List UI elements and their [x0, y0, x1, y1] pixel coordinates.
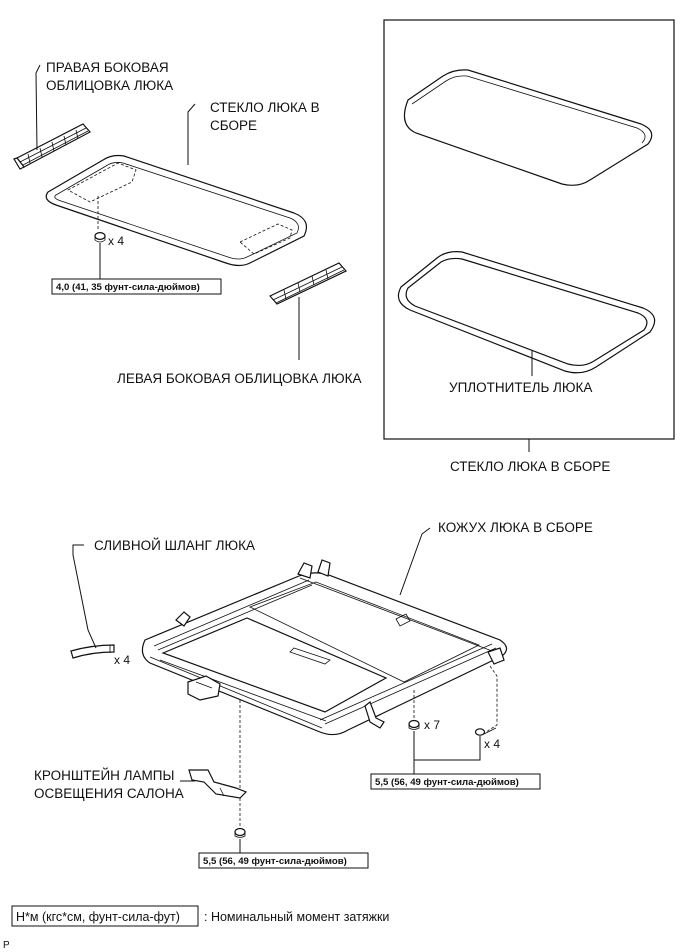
housing-bolt-qty: x 4	[484, 737, 500, 751]
torque-box-glass	[51, 278, 222, 295]
glass-label-line1: СТЕКЛО ЛЮКА В	[210, 100, 320, 115]
glass-assembly-label: СТЕКЛО ЛЮКА В СБОРЕ	[450, 459, 610, 474]
boxed-glass-panel	[403, 69, 653, 186]
left-side-trim-part	[269, 262, 347, 305]
torque-glass-value: 4,0 (41, 35 фунт-сила-дюймов)	[56, 282, 200, 293]
torque-box-bracket	[198, 852, 369, 869]
sunroof-housing-part	[141, 559, 508, 736]
right-side-trim-part	[13, 123, 91, 170]
left-trim-label: ЛЕВАЯ БОКОВАЯ ОБЛИЦОВКА ЛЮКА	[117, 371, 362, 386]
drain-hose-label: СЛИВНОЙ ШЛАНГ ЛЮКА	[94, 538, 255, 553]
housing-nut-qty: x 7	[424, 718, 440, 732]
right-trim-label-line1: ПРАВАЯ БОКОВАЯ	[46, 60, 169, 75]
boxed-seal-part	[397, 251, 656, 374]
torque-bracket-value: 5,5 (56, 49 фунт-сила-дюймов)	[203, 856, 347, 867]
legend-description: : Номинальный момент затяжки	[204, 910, 389, 924]
torque-housing-value: 5,5 (56, 49 фунт-сила-дюймов)	[375, 777, 519, 788]
glass-bolt-qty: x 4	[108, 234, 124, 248]
torque-box-housing	[370, 773, 541, 790]
housing-bolt-icon	[474, 727, 497, 736]
glass-assembly-box	[383, 19, 675, 440]
housing-nut-icon	[408, 719, 420, 730]
glass-bolt-icon	[94, 232, 106, 243]
drain-hose-qty: x 4	[114, 653, 130, 667]
legend-box-text: Н*м (кгс*см, фунт-сила-фут)	[16, 910, 180, 924]
lamp-bracket-label-line1: КРОНШТЕЙН ЛАМПЫ	[34, 768, 174, 783]
lamp-bracket-label-line2: ОСВЕЩЕНИЯ САЛОНА	[34, 786, 184, 801]
sunroof-glass-part	[45, 154, 307, 267]
glass-label-line2: СБОРЕ	[210, 118, 257, 133]
right-trim-label-line2: ОБЛИЦОВКА ЛЮКА	[46, 78, 173, 93]
drain-hose-part	[70, 644, 115, 659]
legend-box	[11, 905, 199, 927]
corner-code: P	[3, 940, 10, 951]
seal-label: УПЛОТНИТЕЛЬ ЛЮКА	[449, 380, 592, 395]
bracket-nut-icon	[234, 827, 246, 838]
housing-label: КОЖУХ ЛЮКА В СБОРЕ	[438, 520, 593, 535]
lamp-bracket-part	[188, 769, 248, 799]
